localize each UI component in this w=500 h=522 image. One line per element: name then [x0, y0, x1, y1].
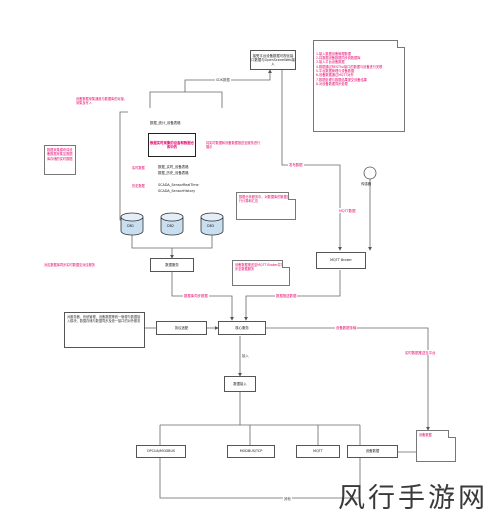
protocol-mqtt-box: MQTT	[296, 445, 340, 458]
db1-label: DB1	[127, 224, 135, 228]
protocol-modbus-box: MODBUS/TCP	[227, 445, 275, 458]
realtime-highlight-box: 数据实时采集的设备和数据仓库中的	[148, 133, 196, 157]
left-pink-note: 数据采集模块将设备数据采集至数据库存储的实时数据	[44, 145, 76, 175]
source-interface-text: 接受平台设备数据可视化接口数据与OpenSceneWeb接入	[251, 53, 295, 67]
right-requirements-note: 1.接入数据设备管理数据 2.将数据设备数据同步到数据库 3.接入平台设备数据 …	[313, 40, 405, 132]
edge-mqtt-to-core: 数据推送数据	[275, 293, 298, 298]
pink-doc-text: 设备数据	[419, 433, 432, 437]
note-fold-icon	[397, 40, 405, 48]
core-left-note-text: 对服务器、系统管理、设备数据等统一管理与数据接入模块，数据存储与数据同步及统一接…	[67, 315, 141, 324]
mqtt-broker-text: MQTT Broker	[330, 258, 352, 263]
mqtt-note: 设备数据推送至MQTT Broker并同步至数据服务	[232, 260, 290, 286]
core-left-note: 对服务器、系统管理、设备数据等统一管理与数据接入模块，数据存储与数据同步及统一接…	[64, 312, 145, 348]
db-analysis-note: 数据分析服务中，对数据库的数据进行计算和汇总	[236, 192, 296, 220]
source-interface-box: 接受平台设备数据可视化接口数据与OpenSceneWeb接入	[250, 50, 296, 70]
protocol-device-text: 设备数据	[365, 449, 380, 454]
table-history-name: 数据_历史_设备表格	[158, 171, 189, 175]
core-right-label: 实时数据推送至平台	[404, 350, 437, 355]
mqtt-note-text: 设备数据推送至MQTT Broker并同步至数据服务	[235, 263, 285, 272]
edge-core-down: 接入	[241, 353, 250, 358]
left-pink-note-text: 数据采集模块将设备数据采集至数据库存储的实时数据	[47, 148, 73, 161]
db-pink-note-right: 将实时数据和设备数据推送至服务进行展示	[206, 141, 261, 150]
sensor-history-name: SCADA_SensorHistory	[158, 189, 196, 193]
note-fold-icon	[288, 192, 296, 200]
edge-core-right: 设备数据传输	[335, 325, 358, 330]
realtime-highlight-text: 数据实时采集的设备和数据仓库中的	[149, 140, 195, 149]
edge-publish: 发布数据	[288, 162, 304, 167]
adapter-box: 协议适配	[156, 321, 207, 335]
pink-doc-note: 设备数据	[416, 430, 456, 462]
db-service-text: 数据服务	[165, 262, 179, 267]
db-service-box: 数据服务	[150, 258, 194, 272]
protocol-opcua-box: OPCUA/MODBUS	[136, 445, 186, 458]
db3-label: DB3	[207, 224, 215, 228]
protocol-opcua-text: OPCUA/MODBUS	[146, 449, 176, 454]
protocol-mqtt-text: MQTT	[313, 449, 323, 454]
protocol-modbus-text: MODBUS/TCP	[239, 449, 263, 454]
db-analysis-text: 数据分析服务中，对数据库的数据进行计算和汇总	[239, 195, 290, 204]
edge-db-to-core: 数据库同步数据	[183, 293, 209, 298]
note-fold-icon	[448, 430, 456, 438]
sensor-icon	[363, 166, 377, 180]
db-cylinder-icon	[120, 212, 144, 236]
note-fold-icon	[282, 260, 290, 268]
core-service-text: 核心服务	[235, 325, 249, 330]
adapter-text: 协议适配	[174, 325, 189, 330]
sensor-label: 传感器	[361, 182, 372, 186]
mqtt-broker-box: MQTT Broker	[316, 252, 366, 269]
right-requirements-text: 1.接入数据设备管理数据 2.将数据设备数据同步到数据库 3.接入平台设备数据 …	[316, 51, 383, 86]
table-realtime-name: 数据_实时_设备表格	[158, 165, 189, 169]
db-area-title: 数据_统计_设备表格	[150, 121, 181, 125]
left-top-note: 设备数据采集通道与数据库的对接，采集及写入	[76, 97, 127, 106]
sensor-realtime-name: SCADA_SensorRealTime	[158, 183, 199, 187]
left-bottom-note: 对应数据库同步实时数据至对应服务	[44, 263, 95, 267]
footer-label: 其他	[283, 496, 292, 501]
core-service-box: 核心服务	[218, 321, 266, 335]
label-realtime: 实时数据	[132, 166, 145, 170]
edge-mqtt-in: MQTT数据	[338, 208, 357, 213]
db-cylinder-icon	[160, 212, 184, 236]
sdk-data-label: SDK数据	[215, 77, 231, 82]
data-access-box: 数据接入	[224, 376, 256, 392]
protocol-device-box: 设备数据	[347, 445, 398, 458]
db-cylinder-icon	[200, 212, 224, 236]
label-history: 历史数据	[132, 184, 145, 188]
watermark-logo: 风行手游网	[338, 483, 488, 514]
db-cylinders	[120, 212, 224, 236]
db2-label: DB2	[167, 224, 175, 228]
data-access-text: 数据接入	[233, 381, 247, 386]
